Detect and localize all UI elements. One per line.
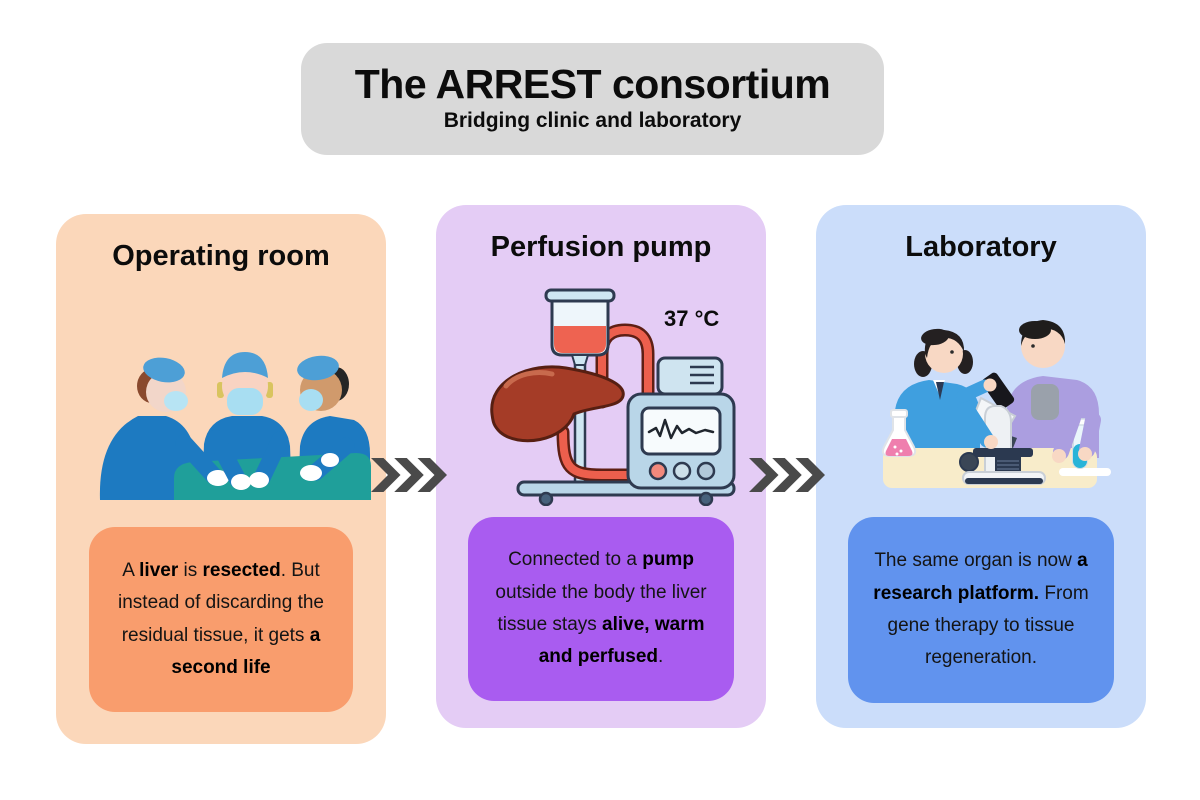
- operating-room-text-box: A liver is resected. But instead of disc…: [89, 527, 353, 712]
- perfusion-pump-illustration: [490, 288, 736, 506]
- panel-laboratory: Laboratory: [816, 205, 1146, 728]
- page-subtitle: Bridging clinic and laboratory: [443, 109, 742, 133]
- perfusion-pump-text-box: Connected to a pump outside the body the…: [468, 517, 734, 701]
- operating-room-description: A liver is resected. But instead of disc…: [118, 559, 324, 678]
- laboratory-illustration: [881, 320, 1111, 488]
- page-title: The ARREST consortium: [354, 61, 831, 108]
- panel-operating-room: Operating room: [56, 214, 386, 744]
- panel-laboratory-title: Laboratory: [905, 231, 1057, 263]
- chevron-arrow-icon: [371, 458, 447, 492]
- laboratory-text-box: The same organ is now a research platfor…: [848, 517, 1114, 703]
- liver: [490, 365, 625, 443]
- chevron-arrow-icon: [749, 458, 825, 492]
- temperature-label: 37 °C: [664, 306, 720, 331]
- blood-reservoir: [544, 288, 616, 303]
- perfusion-pump-description: Connected to a pump outside the body the…: [495, 549, 707, 668]
- surgeons-illustration: [99, 352, 371, 500]
- panel-perfusion-pump-title: Perfusion pump: [490, 231, 712, 263]
- header-badge: The ARREST consortium Bridging clinic an…: [301, 43, 884, 155]
- laboratory-description: The same organ is now a research platfor…: [873, 550, 1089, 669]
- panel-operating-room-title: Operating room: [112, 240, 330, 272]
- panel-perfusion-pump: Perfusion pump: [436, 205, 766, 728]
